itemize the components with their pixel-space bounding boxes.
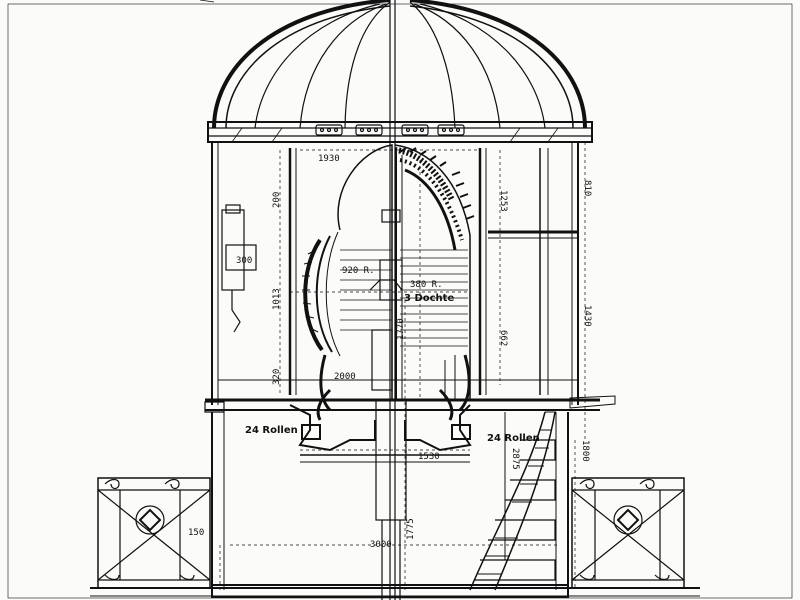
rotating-base bbox=[289, 388, 472, 463]
dim-1013: 1013 bbox=[272, 288, 282, 310]
page-frame bbox=[7, 3, 793, 599]
dim-2000: 2000 bbox=[334, 372, 356, 382]
right-gallery-railing bbox=[571, 477, 685, 589]
dim-3000: 3000 bbox=[370, 540, 392, 550]
bearings-label-right: 24 Rollen bbox=[487, 433, 540, 444]
dim-1430: 1430 bbox=[582, 305, 592, 327]
tower-walls bbox=[211, 412, 569, 598]
dim-1775: 1775 bbox=[406, 518, 416, 540]
dim-1253: 1253 bbox=[498, 190, 508, 212]
dim-2875: 2875 bbox=[510, 448, 520, 470]
dim-810: 810 bbox=[582, 180, 592, 197]
wall-cabinet bbox=[221, 204, 257, 333]
dim-1770: 1770 bbox=[396, 318, 406, 340]
dim-1930: 1930 bbox=[318, 154, 340, 164]
dome bbox=[199, 0, 587, 129]
fresnel-lens bbox=[302, 144, 475, 412]
dim-320: 320 bbox=[272, 368, 282, 385]
bearings-label-left: 24 Rollen bbox=[245, 425, 298, 436]
dim-150: 150 bbox=[188, 528, 205, 538]
left-gallery-railing bbox=[97, 477, 211, 589]
dim-380r: 380 R. bbox=[410, 280, 443, 290]
dim-1530: 1530 bbox=[418, 452, 440, 462]
lantern-walls bbox=[204, 142, 616, 413]
dim-662: 662 bbox=[498, 330, 508, 347]
dim-200: 200 bbox=[272, 191, 282, 208]
spiral-staircase bbox=[469, 411, 556, 591]
central-shaft bbox=[369, 0, 407, 600]
wick-label: 3 Dochte bbox=[404, 293, 455, 304]
roof-band bbox=[207, 121, 593, 143]
dim-1800: 1800 bbox=[580, 440, 590, 462]
dim-300: 300 bbox=[236, 256, 253, 266]
dim-920r: 920 R. bbox=[342, 266, 375, 276]
